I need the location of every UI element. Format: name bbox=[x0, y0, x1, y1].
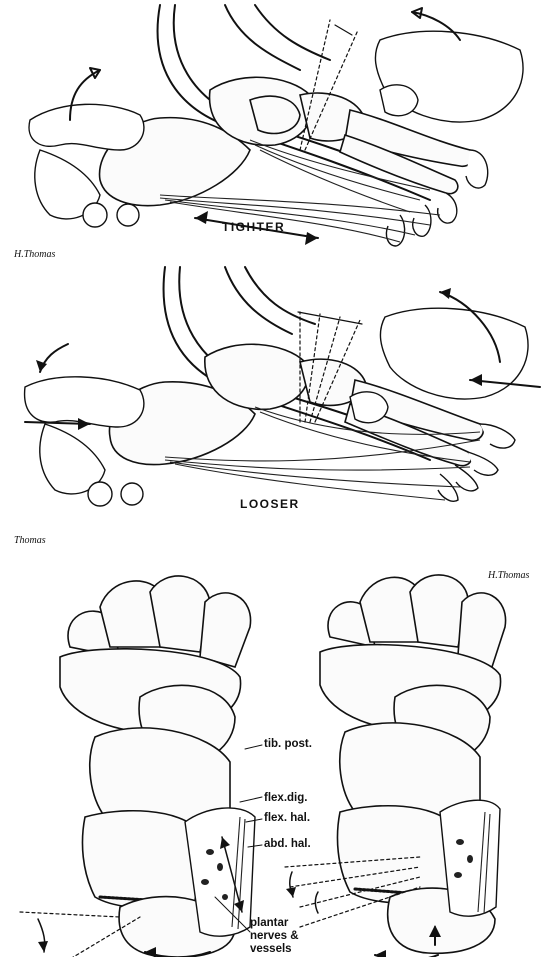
flex-hal-label: flex. hal. bbox=[264, 812, 310, 825]
top-signature: H.Thomas bbox=[14, 249, 55, 260]
plantar-label-line3: vessels bbox=[250, 943, 299, 956]
tighter-caption: TIGHTER bbox=[222, 220, 285, 234]
plantar-nerves-vessels-label: plantar nerves & vessels bbox=[250, 917, 299, 956]
abd-hal-label: abd. hal. bbox=[264, 838, 311, 851]
tib-post-label: tib. post. bbox=[264, 738, 312, 751]
foot-tighter-illustration bbox=[0, 0, 550, 280]
looser-caption: LOOSER bbox=[240, 497, 300, 511]
flex-dig-label: flex.dig. bbox=[264, 792, 307, 805]
foot-cross-section-illustration bbox=[0, 567, 550, 957]
bottom-signature: H.Thomas bbox=[488, 570, 529, 581]
plantar-label-line2: nerves & bbox=[250, 930, 299, 943]
middle-signature: Thomas bbox=[14, 535, 46, 546]
plantar-label-line1: plantar bbox=[250, 917, 299, 930]
